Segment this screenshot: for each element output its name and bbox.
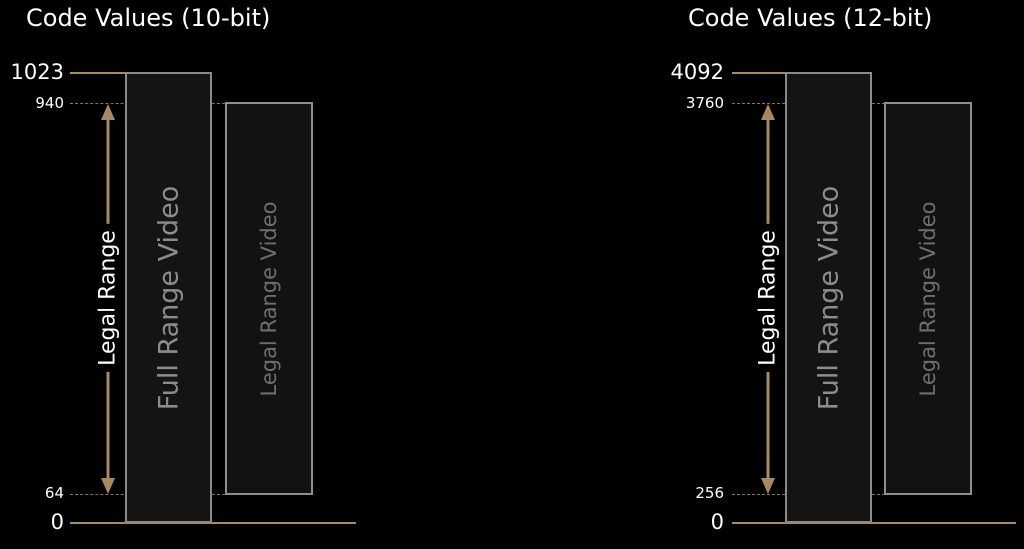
- legal-range-label: Legal Range: [755, 224, 781, 372]
- legal-range-label: Legal Range: [95, 224, 121, 372]
- full-range-bar-label: Full Range Video: [813, 185, 844, 410]
- full-range-bar: Full Range Video: [785, 72, 872, 523]
- legal-low-label: 64: [44, 484, 64, 502]
- zero-label: 0: [50, 510, 64, 534]
- zero-line: [732, 522, 1016, 524]
- full-range-bar-label: Full Range Video: [153, 185, 184, 410]
- panel-title: Code Values (10-bit): [26, 4, 271, 32]
- panel-10bit: Code Values (10-bit) 1023 940 64 0 Full …: [10, 4, 356, 534]
- full-range-bar: Full Range Video: [125, 72, 212, 523]
- max-label: 4092: [670, 60, 724, 84]
- legal-high-label: 940: [35, 94, 64, 112]
- legal-low-label: 256: [695, 484, 724, 502]
- max-label: 1023: [10, 60, 64, 84]
- legal-high-label: 3760: [685, 94, 724, 112]
- panel-12bit: Code Values (12-bit) 4092 3760 256 0 Ful…: [660, 0, 1024, 549]
- panel-title: Code Values (12-bit): [688, 4, 933, 32]
- zero-label: 0: [710, 510, 724, 534]
- legal-range-bar-label: Legal Range Video: [257, 200, 281, 397]
- legal-range-bar-label: Legal Range Video: [916, 200, 940, 397]
- zero-line: [70, 522, 356, 524]
- legal-range-bar: Legal Range Video: [884, 102, 972, 495]
- legal-range-bar: Legal Range Video: [225, 102, 313, 495]
